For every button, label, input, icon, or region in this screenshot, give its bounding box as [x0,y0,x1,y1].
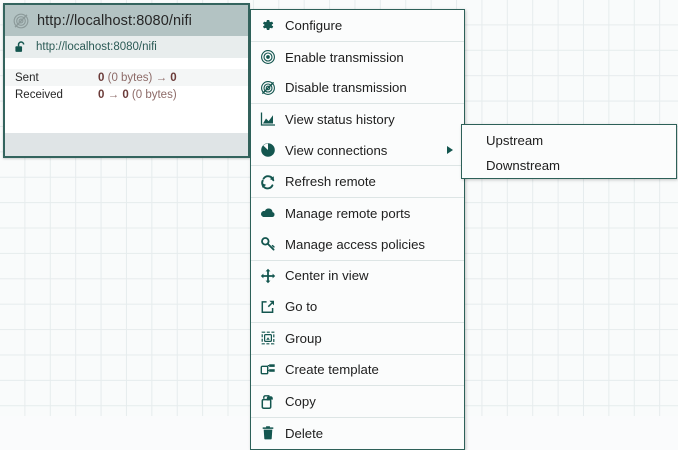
menu-group: Manage remote ports Manage access polici… [251,197,464,259]
menu-item-manage-access-policies[interactable]: Manage access policies [251,229,464,260]
trash-icon [262,426,274,440]
remote-process-group-component[interactable]: http://localhost:8080/nifi http://localh… [3,3,250,158]
menu-item-group[interactable]: Group [251,323,464,354]
key-icon [261,237,275,251]
stat-label-received: Received [15,88,63,101]
menu-item-delete[interactable]: Delete [251,418,464,449]
menu-item-label: Configure [285,17,343,33]
center-in-view-icon [260,268,276,284]
menu-item-configure[interactable]: Configure [251,10,464,41]
menu-item-copy[interactable]: Copy [251,386,464,417]
connections-icon [261,143,275,157]
menu-item-view-connections[interactable]: View connections [251,135,464,166]
chart-area-icon [260,112,275,127]
received-count-in: 0 [98,88,105,101]
menu-group: Delete [251,416,464,449]
menu-group: Create template [251,353,464,386]
sent-arrow: → [155,71,168,84]
template-icon [260,364,275,375]
menu-group: Copy [251,385,464,417]
sent-count-in: 0 [98,71,105,84]
group-icon [261,331,275,345]
menu-item-label: Create template [285,362,379,378]
submenu-item-upstream[interactable]: Upstream [486,133,544,148]
transmission-enabled-icon [261,50,275,64]
stat-row-received: Received 0 → 0 (0 bytes) [5,86,248,103]
refresh-icon [261,175,275,190]
component-uri-row: http://localhost:8080/nifi [5,36,248,59]
menu-item-label: Delete [285,425,324,441]
external-link-icon [261,300,274,313]
menu-group: View status history View connections [251,103,464,165]
menu-group: Enable transmission Disable transmission [251,40,464,103]
unlocked-padlock-icon [15,41,25,52]
menu-item-label: Enable transmission [285,49,404,65]
sent-bytes: (0 bytes) [107,71,153,84]
menu-item-create-template[interactable]: Create template [251,355,464,386]
copy-icon [261,394,273,409]
context-menu[interactable]: Configure Enable transmission [250,9,465,450]
menu-group: Refresh remote [251,165,464,197]
component-uri: http://localhost:8080/nifi [36,41,157,53]
transmission-disabled-icon [261,80,275,95]
component-title: http://localhost:8080/nifi [37,12,192,29]
menu-group: Group [251,321,464,354]
menu-item-label: Manage access policies [285,236,426,252]
gear-icon [263,20,274,31]
stat-value-sent: 0 (0 bytes) → 0 [98,72,177,84]
transmission-disabled-icon [13,13,29,28]
received-arrow: → [107,88,120,101]
menu-item-label: Group [285,330,322,346]
component-body-fill [5,103,248,121]
stat-label-sent: Sent [15,71,39,84]
context-submenu-view-connections[interactable]: Upstream Downstream [461,124,677,179]
chevron-right-icon [447,146,453,155]
menu-item-label: Manage remote ports [285,205,411,221]
menu-item-label: View connections [285,142,388,158]
component-header: http://localhost:8080/nifi [5,5,248,36]
menu-item-center-in-view[interactable]: Center in view [251,261,464,292]
received-count-out: 0 [122,88,129,101]
stat-value-received: 0 → 0 (0 bytes) [98,89,177,101]
menu-item-label: Copy [285,394,316,410]
menu-item-label: Disable transmission [285,80,407,96]
menu-item-disable-transmission[interactable]: Disable transmission [251,72,464,103]
sent-count-out: 0 [170,71,177,84]
submenu-item-downstream[interactable]: Downstream [486,158,561,173]
component-footer [5,133,248,156]
menu-item-label: Refresh remote [285,174,376,190]
menu-group: Configure [251,10,464,41]
menu-item-manage-remote-ports[interactable]: Manage remote ports [251,198,464,229]
menu-item-refresh-remote[interactable]: Refresh remote [251,166,464,197]
menu-item-view-status-history[interactable]: View status history [251,104,464,135]
cloud-icon [260,208,275,218]
received-bytes: (0 bytes) [131,88,177,101]
menu-item-go-to[interactable]: Go to [251,291,464,322]
menu-item-label: Go to [285,299,318,315]
menu-item-label: Center in view [285,268,369,284]
component-spacer [5,59,248,69]
menu-item-label: View status history [285,111,395,127]
stat-row-sent: Sent 0 (0 bytes) → 0 [5,69,248,86]
menu-item-enable-transmission[interactable]: Enable transmission [251,42,464,73]
menu-group: Center in view Go to [251,259,464,322]
